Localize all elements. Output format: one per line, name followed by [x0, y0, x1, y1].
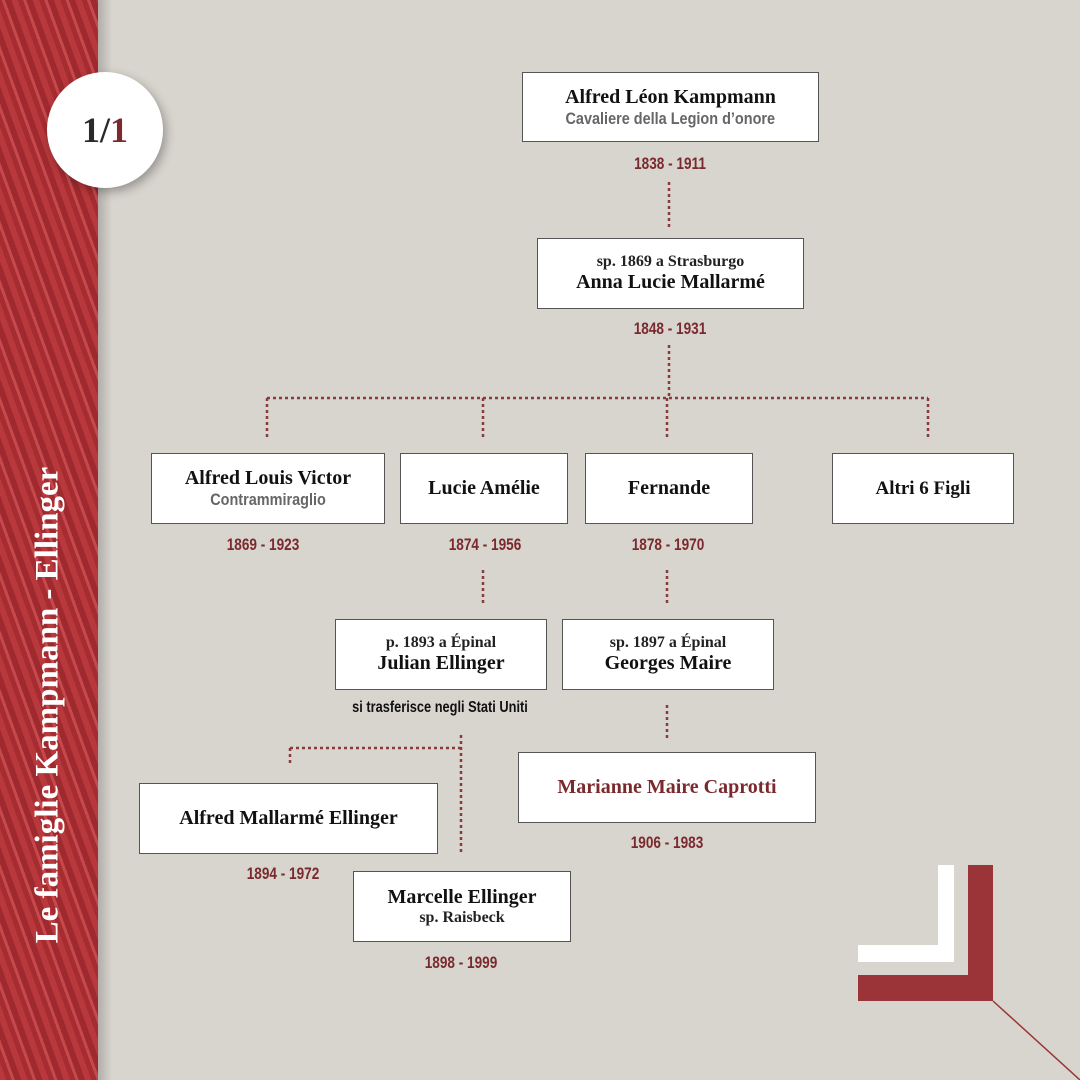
- person-dates: 1878 - 1970: [631, 535, 705, 554]
- person-dates: 1898 - 1999: [424, 953, 498, 972]
- person-dates: 1848 - 1931: [633, 319, 707, 338]
- person-box-anna-lucie: sp. 1869 a Strasburgo Anna Lucie Mallarm…: [537, 238, 804, 309]
- marriage-info: p. 1893 a Épinal: [385, 634, 497, 651]
- person-spouse: sp. Raisbeck: [419, 909, 505, 926]
- person-name: Julian Ellinger: [377, 652, 505, 674]
- person-name: Marcelle Ellinger: [387, 886, 537, 908]
- person-box-marcelle: Marcelle Ellinger sp. Raisbeck: [353, 871, 571, 942]
- person-box-lucie-amelie: Lucie Amélie: [400, 453, 568, 524]
- corner-white-horizontal: [858, 945, 954, 962]
- person-name: Alfred Mallarmé Ellinger: [179, 807, 398, 829]
- person-dates: 1869 - 1923: [226, 535, 300, 554]
- corner-white-vertical: [938, 865, 954, 962]
- person-box-julian: p. 1893 a Épinal Julian Ellinger: [335, 619, 547, 690]
- person-box-alfred-louis: Alfred Louis Victor Contrammiraglio: [151, 453, 385, 524]
- person-name: Alfred Léon Kampmann: [565, 85, 776, 108]
- person-name: Georges Maire: [604, 652, 732, 674]
- person-title: Cavaliere della Legion d’onore: [565, 108, 776, 128]
- person-note: si trasferisce negli Stati Uniti: [352, 699, 528, 716]
- band-shadow: [98, 0, 112, 1080]
- page-separator: /: [99, 110, 110, 150]
- corner-red-horizontal: [858, 975, 993, 1001]
- person-name: Anna Lucie Mallarmé: [576, 271, 765, 293]
- person-box-marianne: Marianne Maire Caprotti: [518, 752, 816, 823]
- marriage-info: sp. 1897 a Épinal: [609, 634, 727, 651]
- marriage-info: sp. 1869 a Strasburgo: [596, 253, 745, 270]
- person-box-altri-figli: Altri 6 Figli: [832, 453, 1014, 524]
- person-dates: 1838 - 1911: [634, 154, 706, 173]
- person-name: Marianne Maire Caprotti: [557, 776, 777, 798]
- page-badge: 1/1: [47, 72, 163, 188]
- person-title: Contrammiraglio: [210, 490, 326, 509]
- page-total: 1: [110, 110, 128, 150]
- person-name: Altri 6 Figli: [875, 477, 971, 499]
- person-dates: 1874 - 1956: [448, 535, 522, 554]
- page-current: 1: [81, 110, 100, 150]
- person-box-georges: sp. 1897 a Épinal Georges Maire: [562, 619, 774, 690]
- person-box-alfred-mallarme: Alfred Mallarmé Ellinger: [139, 783, 438, 854]
- person-name: Lucie Amélie: [428, 477, 540, 499]
- person-name: Alfred Louis Victor: [184, 467, 352, 489]
- person-box-alfred-leon: Alfred Léon Kampmann Cavaliere della Leg…: [522, 72, 819, 142]
- corner-diagonal-line: [992, 1000, 1080, 1080]
- person-name: Fernande: [627, 477, 711, 499]
- person-dates: 1906 - 1983: [630, 833, 704, 852]
- person-dates: 1894 - 1972: [246, 864, 320, 883]
- person-box-fernande: Fernande: [585, 453, 753, 524]
